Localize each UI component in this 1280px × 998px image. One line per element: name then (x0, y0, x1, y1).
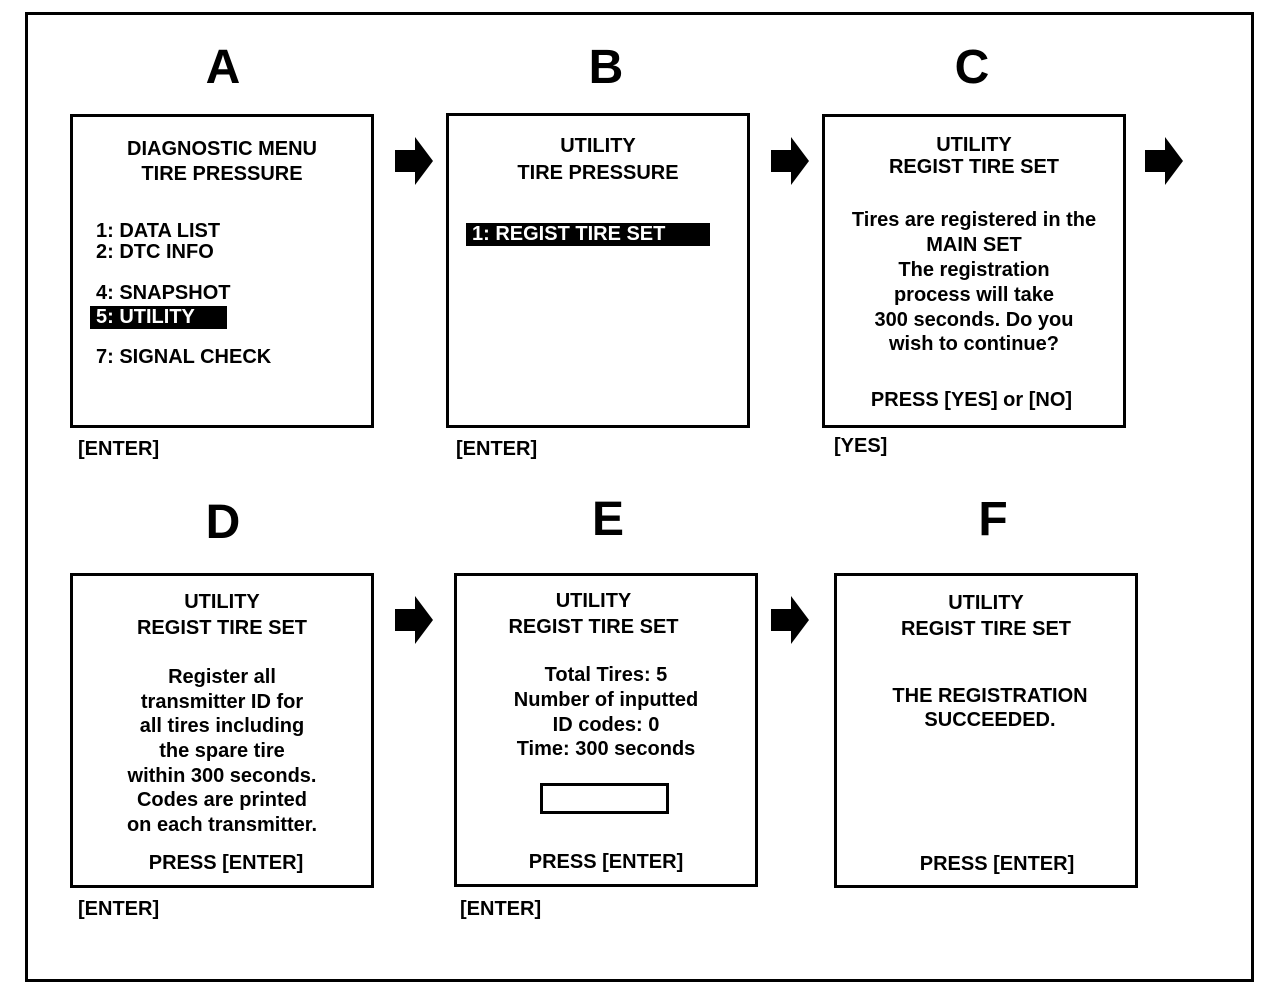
panel-a-screen: DIAGNOSTIC MENU TIRE PRESSURE 1: DATA LI… (70, 114, 374, 428)
panel-c-prompt: PRESS [YES] or [NO] (870, 389, 1073, 411)
panel-f-body-line: THE REGISTRATION (892, 685, 1088, 707)
panel-e-title: UTILITY (555, 590, 632, 612)
panel-a-letter: A (205, 41, 241, 94)
right-arrow-icon (395, 596, 433, 644)
panel-c-screen: UTILITY REGIST TIRE SET Tires are regist… (822, 114, 1126, 428)
menu-item-regist-tire-set-selected[interactable]: 1: REGIST TIRE SET (466, 223, 710, 246)
panel-b-letter: B (588, 41, 624, 94)
panel-c-body-line: Tires are registered in the (851, 209, 1097, 231)
panel-f-prompt: PRESS [ENTER] (919, 853, 1075, 875)
right-arrow-icon (1145, 137, 1183, 185)
panel-d-title: UTILITY (184, 591, 260, 613)
menu-item-snapshot[interactable]: 4: SNAPSHOT (96, 282, 231, 304)
panel-c-body-line: 300 seconds. Do you (874, 309, 1074, 331)
panel-b-key-label: [ENTER] (456, 438, 538, 460)
panel-b-screen: UTILITY TIRE PRESSURE 1: REGIST TIRE SET (446, 113, 750, 428)
panel-d-body-line: all tires including (139, 715, 305, 737)
panel-d-body-line: transmitter ID for (140, 691, 304, 713)
panel-f-body-line: SUCCEEDED. (924, 709, 1056, 731)
right-arrow-icon (771, 137, 809, 185)
panel-e-prompt: PRESS [ENTER] (528, 851, 684, 873)
panel-d-prompt: PRESS [ENTER] (148, 852, 304, 874)
diagram-frame (25, 12, 1254, 982)
panel-c-title: UTILITY (936, 134, 1012, 156)
panel-d-body-line: Codes are printed (136, 789, 308, 811)
right-arrow-icon (771, 596, 809, 644)
panel-e-subtitle: REGIST TIRE SET (508, 616, 679, 638)
panel-e-body-line: Time: 300 seconds (516, 738, 696, 760)
panel-d-body-line: the spare tire (159, 740, 285, 762)
menu-item-utility-selected[interactable]: 5: UTILITY (90, 306, 227, 329)
panel-f-letter: F (978, 493, 1008, 546)
menu-item-data-list[interactable]: 1: DATA LIST (96, 220, 221, 242)
panel-f-screen: UTILITY REGIST TIRE SET THE REGISTRATION… (834, 573, 1138, 888)
panel-e-key-label: [ENTER] (460, 898, 542, 920)
panel-c-body-line: process will take (893, 284, 1055, 306)
panel-d-letter: D (205, 496, 241, 549)
panel-e-letter: E (591, 493, 624, 546)
panel-a-subtitle: TIRE PRESSURE (141, 163, 303, 185)
panel-a-key-label: [ENTER] (78, 438, 160, 460)
panel-b-title: UTILITY (560, 135, 636, 157)
panel-f-subtitle: REGIST TIRE SET (900, 618, 1072, 640)
panel-d-body-line: on each transmitter. (126, 814, 318, 836)
panel-c-body-line: wish to continue? (889, 333, 1059, 355)
panel-e-screen: UTILITY REGIST TIRE SET Total Tires: 5 N… (454, 573, 758, 887)
panel-d-subtitle: REGIST TIRE SET (136, 617, 308, 639)
panel-e-body-line: Total Tires: 5 (544, 664, 668, 686)
id-code-input-box[interactable] (540, 783, 669, 814)
menu-item-dtc-info[interactable]: 2: DTC INFO (96, 241, 214, 263)
panel-c-subtitle: REGIST TIRE SET (888, 156, 1060, 178)
panel-e-body-line: ID codes: 0 (552, 714, 660, 736)
panel-d-body-line: within 300 seconds. (127, 765, 317, 787)
panel-d-body-line: Register all (168, 666, 276, 688)
panel-c-key-label: [YES] (834, 435, 888, 457)
panel-c-body-line: MAIN SET (926, 234, 1022, 256)
right-arrow-icon (395, 137, 433, 185)
panel-d-screen: UTILITY REGIST TIRE SET Register all tra… (70, 573, 374, 888)
panel-c-body-line: The registration (898, 259, 1050, 281)
panel-f-title: UTILITY (948, 592, 1024, 614)
panel-d-key-label: [ENTER] (78, 898, 160, 920)
panel-c-letter: C (954, 41, 990, 94)
menu-item-signal-check[interactable]: 7: SIGNAL CHECK (96, 346, 272, 368)
panel-a-title: DIAGNOSTIC MENU (127, 138, 317, 160)
panel-b-subtitle: TIRE PRESSURE (517, 162, 679, 184)
panel-e-body-line: Number of inputted (513, 689, 699, 711)
